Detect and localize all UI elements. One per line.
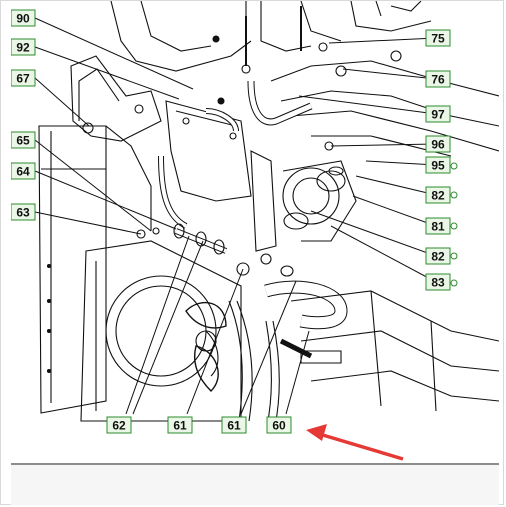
circle-badge-icons bbox=[450, 162, 458, 287]
callout-label: 90 bbox=[16, 12, 30, 26]
circle-badge-icon bbox=[450, 191, 458, 199]
circle-badge-icon bbox=[450, 252, 458, 260]
callout-76: 76 bbox=[425, 70, 451, 88]
callout-label: 83 bbox=[431, 276, 445, 290]
callout-82-lower: 82 bbox=[425, 247, 451, 265]
callout-61-right: 61 bbox=[221, 416, 247, 434]
callout-63: 63 bbox=[11, 203, 36, 221]
callout-label: 97 bbox=[431, 108, 445, 122]
diagram-canvas: 90 92 67 65 64 bbox=[11, 1, 499, 463]
callout-label: 82 bbox=[431, 189, 445, 203]
callout-label: 76 bbox=[431, 73, 445, 87]
circle-badge-icon bbox=[450, 279, 458, 287]
red-arrow bbox=[306, 424, 404, 461]
callout-61-left: 61 bbox=[167, 416, 193, 434]
bottom-strip bbox=[11, 465, 499, 505]
circle-badge-icon bbox=[450, 222, 458, 230]
callout-65: 65 bbox=[11, 131, 36, 149]
parts-diagram: 90 92 67 65 64 bbox=[11, 1, 499, 461]
bottom-divider bbox=[11, 463, 499, 465]
callout-90: 90 bbox=[11, 9, 36, 27]
callout-label: 67 bbox=[16, 72, 30, 86]
callout-97: 97 bbox=[425, 105, 451, 123]
leader-lines bbox=[34, 17, 437, 415]
callout-label: 64 bbox=[16, 165, 30, 179]
callout-labels: 90 92 67 65 64 bbox=[11, 9, 451, 434]
callout-label: 96 bbox=[431, 138, 445, 152]
callout-96: 96 bbox=[425, 135, 451, 153]
callout-83: 83 bbox=[425, 273, 451, 291]
callout-label: 95 bbox=[431, 159, 445, 173]
machine-drawing bbox=[38, 1, 499, 427]
callout-75: 75 bbox=[425, 29, 451, 47]
callout-60: 60 bbox=[266, 416, 292, 434]
callout-label: 61 bbox=[173, 419, 187, 433]
callout-label: 65 bbox=[16, 134, 30, 148]
callout-label: 62 bbox=[112, 419, 126, 433]
callout-label: 92 bbox=[16, 41, 30, 55]
callout-67: 67 bbox=[11, 69, 36, 87]
callout-81: 81 bbox=[425, 217, 451, 235]
callout-label: 60 bbox=[272, 419, 286, 433]
callout-82-upper: 82 bbox=[425, 186, 451, 204]
callout-label: 75 bbox=[431, 32, 445, 46]
circle-badge-icon bbox=[450, 162, 458, 170]
callout-label: 63 bbox=[16, 206, 30, 220]
callout-95: 95 bbox=[425, 156, 451, 174]
callout-label: 82 bbox=[431, 250, 445, 264]
callout-64: 64 bbox=[11, 162, 36, 180]
callout-label: 81 bbox=[431, 220, 445, 234]
callout-92: 92 bbox=[11, 38, 36, 56]
callout-62: 62 bbox=[106, 416, 132, 434]
callout-label: 61 bbox=[227, 419, 241, 433]
